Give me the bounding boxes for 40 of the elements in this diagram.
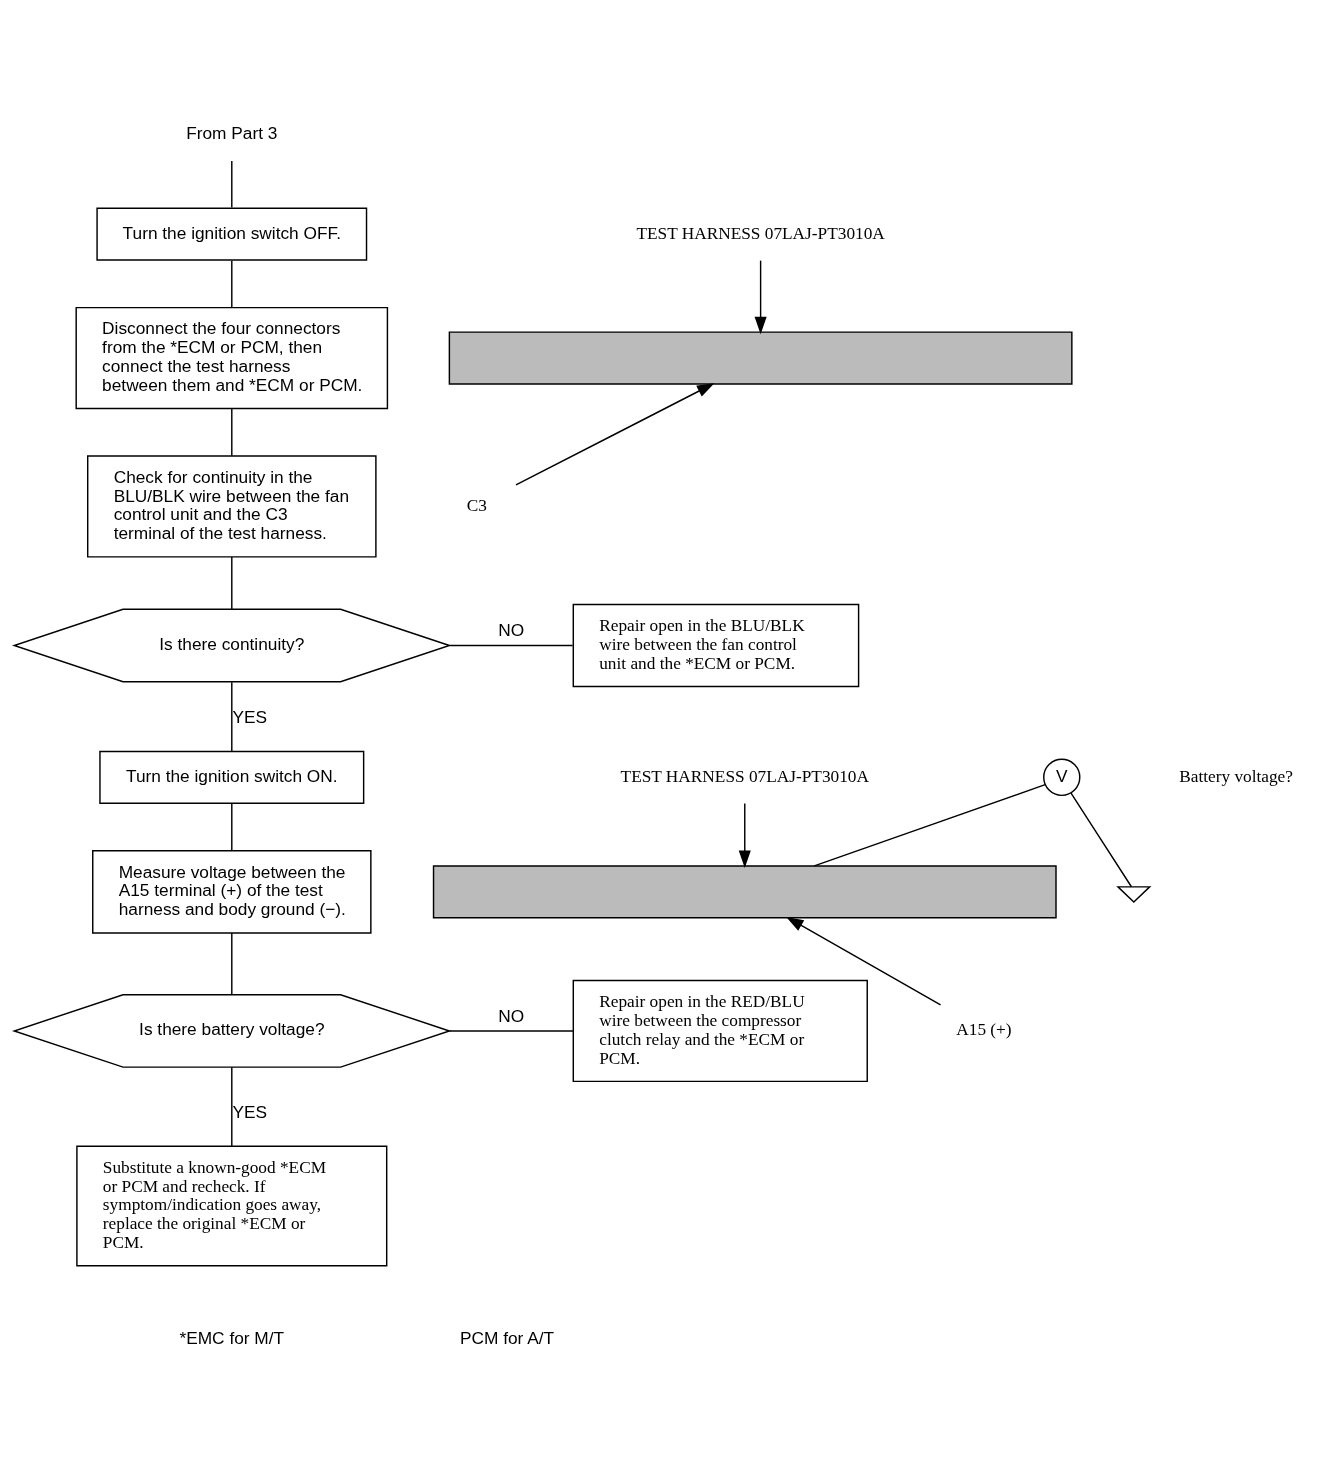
connector bbox=[231, 556, 233, 610]
label: Battery voltage? bbox=[1179, 766, 1293, 786]
node-text: C3 bbox=[466, 495, 487, 515]
connector bbox=[231, 681, 233, 753]
edge-label: NO bbox=[498, 620, 525, 641]
arrow bbox=[515, 383, 715, 486]
node-text: A15 (+) bbox=[956, 1020, 1012, 1040]
node-text: From Part 3 bbox=[186, 123, 278, 144]
edge-label: YES bbox=[232, 707, 268, 728]
node-text: TEST HARNESS 07LAJ-PT3010A bbox=[636, 223, 885, 243]
node-box bbox=[432, 865, 1057, 919]
connector bbox=[813, 783, 1046, 867]
node-box: Check for continuity in the BLU/BLK wire between the fan control unit and the C3 terminal of the test harness. bbox=[87, 455, 377, 558]
arrow bbox=[754, 259, 767, 335]
arrow bbox=[786, 916, 942, 1006]
node-text: TEST HARNESS 07LAJ-PT3010A bbox=[620, 766, 869, 786]
connector bbox=[231, 1066, 233, 1147]
node-box: Substitute a known-good *ECM or PCM and recheck. If symptom/indication goes away, replace the original *ECM or PCM. bbox=[76, 1145, 388, 1267]
label: *EMC for M/T bbox=[179, 1327, 285, 1348]
node-circle: V bbox=[1043, 758, 1081, 797]
arrow bbox=[738, 802, 751, 868]
node-box: Turn the ignition switch ON. bbox=[99, 750, 365, 804]
connector bbox=[231, 259, 233, 309]
connector bbox=[448, 1030, 574, 1032]
label: PCM for A/T bbox=[459, 1327, 555, 1348]
node-box: Turn the ignition switch OFF. bbox=[96, 207, 368, 261]
connector bbox=[1070, 792, 1133, 888]
node-ground bbox=[1116, 886, 1152, 903]
connector bbox=[231, 160, 233, 209]
node-box: Repair open in the BLU/BLK wire between the fan control unit and the *ECM or PCM. bbox=[572, 603, 860, 688]
node-box bbox=[448, 331, 1073, 385]
node-box: Disconnect the four connectors from the *ECM or PCM, then connect the test harness between them and *ECM or PCM. bbox=[75, 306, 389, 410]
connector bbox=[231, 932, 233, 996]
edge-label: NO bbox=[498, 1005, 525, 1026]
edge-label: YES bbox=[232, 1102, 268, 1123]
connector bbox=[231, 802, 233, 852]
connector bbox=[449, 644, 574, 647]
node-box: Repair open in the RED/BLU wire between the compressor clutch relay and the *ECM or PCM. bbox=[572, 979, 868, 1083]
connector bbox=[231, 408, 233, 457]
node-box: Measure voltage between the A15 terminal (+) of the test harness and body ground (−). bbox=[92, 850, 372, 934]
